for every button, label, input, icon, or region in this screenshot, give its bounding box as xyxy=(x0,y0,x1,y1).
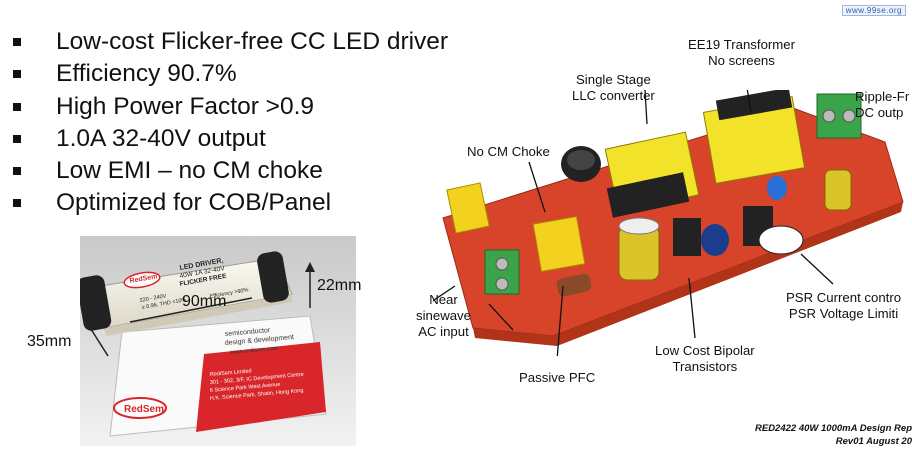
callout-line: Low Cost Bipolar xyxy=(655,343,755,358)
housing-brand: RedSem xyxy=(129,273,158,285)
feature-item: Low-cost Flicker-free CC LED driver xyxy=(10,26,448,58)
card-text: www.redisem.com xyxy=(229,346,279,356)
footer-title: RED2422 40W 1000mA Design Rep xyxy=(755,423,912,434)
callout-line: No screens xyxy=(708,53,775,68)
feature-text: Low EMI – no CM choke xyxy=(56,157,323,185)
callout-cm-choke: No CM Choke xyxy=(467,144,550,159)
bullet-square-icon xyxy=(13,134,21,143)
callout-line: EE19 Transformer xyxy=(688,37,796,52)
length-dimension-line xyxy=(129,297,253,323)
bullet-square-icon xyxy=(13,199,21,208)
feature-text: Optimized for COB/Panel xyxy=(56,189,332,217)
callout-line: Transistors xyxy=(672,359,738,374)
feature-item: Low EMI – no CM choke xyxy=(10,155,448,187)
card-address: RediSem Limited xyxy=(210,368,252,378)
callout-line: PSR Current contro xyxy=(786,290,902,305)
callout-llc: Single Stage LLC converter xyxy=(572,72,655,104)
bullet-square-icon xyxy=(13,70,21,79)
width-dimension: 35mm xyxy=(27,333,72,350)
callout-ripple: Ripple-Fr DC outp xyxy=(855,89,909,121)
output-capacitor xyxy=(824,169,852,211)
bullet-square-icon xyxy=(13,167,21,176)
callout-line: Ripple-Fr xyxy=(855,89,910,104)
length-dimension: 90mm xyxy=(182,293,227,310)
housing-label: 220 - 240V xyxy=(139,293,167,304)
callout-transformer: EE19 Transformer No screens xyxy=(688,37,795,69)
width-dimension-line xyxy=(88,325,109,357)
height-arrow-icon xyxy=(305,262,315,308)
callout-lines xyxy=(433,90,834,356)
callout-line: PSR Voltage Limiti xyxy=(788,306,899,321)
callout-pfc: Passive PFC xyxy=(519,370,596,385)
callout-line: AC input xyxy=(418,324,469,339)
feature-text: Low-cost Flicker-free CC LED driver xyxy=(56,28,449,55)
pfc-capacitor xyxy=(532,215,586,273)
pcb-photo xyxy=(433,90,904,356)
height-dimension: 22mm xyxy=(317,277,362,294)
callout-line: Near xyxy=(429,292,458,307)
bipolar-transistor xyxy=(673,218,701,256)
feature-item: High Power Factor >0.9 xyxy=(10,91,448,123)
callout-line: Single Stage xyxy=(576,72,651,87)
card-logo-icon xyxy=(113,397,167,419)
callout-sinewave: Near sinewave AC input xyxy=(416,292,471,340)
callout-bipolar: Low Cost Bipolar Transistors xyxy=(655,343,755,375)
card-red-band xyxy=(196,342,326,432)
callout-line: LLC converter xyxy=(572,88,655,103)
card-text: semiconductor xyxy=(225,327,272,338)
bullet-square-icon xyxy=(13,38,21,46)
footer-revision: Rev01 August 20 xyxy=(835,436,912,447)
bullet-square-icon xyxy=(13,102,21,111)
feature-item: Optimized for COB/Panel xyxy=(10,187,448,219)
callout-line: sinewave xyxy=(416,308,471,323)
callout-line: DC outp xyxy=(855,105,904,120)
feature-list: Low-cost Flicker-free CC LED driver Effi… xyxy=(10,26,448,220)
feature-text: Efficiency 90.7% xyxy=(56,60,237,88)
watermark: www.99se.org xyxy=(841,5,906,16)
feature-item: Efficiency 90.7% xyxy=(10,58,448,90)
feature-text: 1.0A 32-40V output xyxy=(56,124,266,152)
feature-text: High Power Factor >0.9 xyxy=(56,92,315,120)
x-capacitor xyxy=(446,182,490,234)
feature-item: 1.0A 32-40V output xyxy=(10,123,448,155)
callout-psr: PSR Current contro PSR Voltage Limiti xyxy=(786,290,901,322)
card-logo-text: RedSem xyxy=(124,404,164,415)
